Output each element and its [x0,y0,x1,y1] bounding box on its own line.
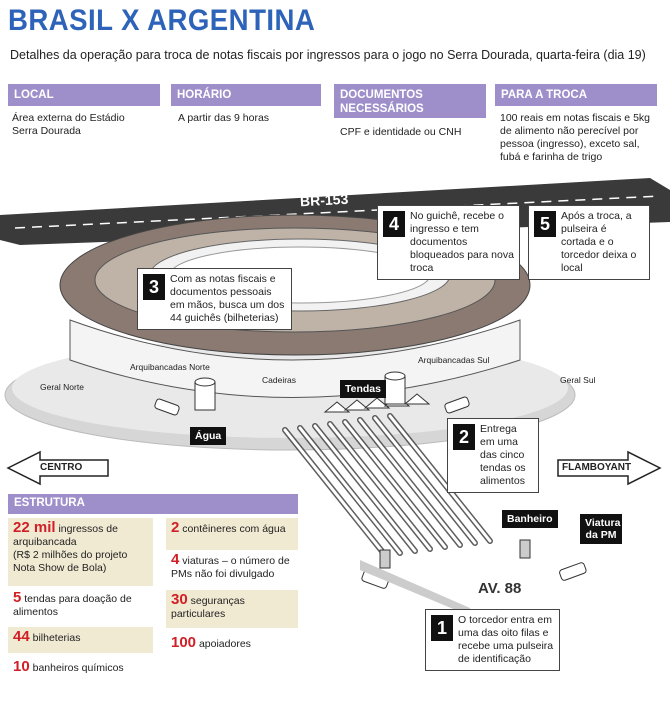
agua-tag: Água [190,427,227,445]
estrutura-number: 2 [171,519,180,536]
estrutura-number: 100 [171,634,197,651]
step-5-text: Após a troca, a pulseira é cortada e o t… [561,210,637,274]
local-header: LOCAL [8,84,160,106]
step-3-text: Com as notas fiscais e documentos pessoa… [170,273,285,324]
estrutura-text: banheiros químicos [29,662,124,674]
estrutura-number: 44 [13,628,30,645]
troca-header: PARA A TROCA [495,84,657,106]
estrutura-item-tendas: 5 tendas para doação de alimentos [8,588,153,622]
step-1-text: O torcedor entra em uma das oito filas e… [458,614,554,665]
estrutura-text: ingressos de arquibancada [13,523,118,548]
estrutura-item-segurancas: 30 seguranças particulares [166,590,298,628]
estrutura-text: apoiadores [196,638,251,650]
horario-header: HORÁRIO [171,84,321,106]
troca-text: 100 reais em notas fiscais e 5kg de alim… [500,112,650,163]
cadeiras-label: Cadeiras [262,375,297,385]
step-2-number: 2 [453,424,475,450]
step-3-callout: 3 Com as notas fiscais e documentos pess… [137,268,292,330]
step-5-number: 5 [534,211,556,237]
estrutura-item-ingressos: 22 mil ingressos de arquibancada (R$ 2 m… [8,518,153,586]
local-text: Área externa do Estádio Serra Dourada [12,112,125,137]
banheiro-tag: Banheiro [502,510,558,528]
br-153-label: BR-153 [299,190,349,210]
step-5-callout: 5 Após a troca, a pulseira é cortada e o… [528,205,650,280]
geral-norte-label: Geral Norte [40,382,84,392]
estrutura-number: 4 [171,551,180,568]
estrutura-text: viaturas – o número de PMs não foi divul… [171,555,290,580]
page-title: BRASIL X ARGENTINA [8,4,316,37]
estrutura-header: ESTRUTURA [8,494,298,514]
step-4-callout: 4 No guichê, recebe o ingresso e tem doc… [377,205,520,280]
step-4-text: No guichê, recebe o ingresso e tem docum… [410,210,514,274]
estrutura-item-conteineres: 2 contêineres com água [166,518,298,550]
estrutura-text: contêineres com água [179,523,286,535]
documentos-header: DOCUMENTOS NECESSÁRIOS [334,84,486,118]
viatura-tag: Viatura da PM [580,514,622,544]
estrutura-number: 30 [171,591,188,608]
estrutura-extra: (R$ 2 milhões do projeto Nota Show de Bo… [13,549,128,574]
centro-label: CENTRO [40,462,83,473]
step-2-text: Entrega em uma das cinco tendas os alime… [480,423,526,487]
av-88-label: AV. 88 [478,580,522,597]
tendas-tag: Tendas [340,380,386,398]
estrutura-number: 10 [13,658,30,675]
estrutura-number: 5 [13,589,22,606]
estrutura-number: 22 mil [13,519,56,536]
geral-sul-label: Geral Sul [560,375,596,385]
documentos-text: CPF e identidade ou CNH [340,126,462,138]
estrutura-text: seguranças particulares [171,595,245,620]
estrutura-item-bilheterias: 44 bilheterias [8,627,153,653]
step-1-number: 1 [431,615,453,641]
arq-sul-label: Arquibancadas Sul [418,355,490,365]
step-4-number: 4 [383,211,405,237]
page-subtitle: Detalhes da operação para troca de notas… [10,48,646,62]
estrutura-text: tendas para doação de alimentos [13,593,132,618]
estrutura-item-viaturas: 4 viaturas – o número de PMs não foi div… [166,550,298,584]
flamboyant-label: FLAMBOYANT [562,462,632,473]
step-3-number: 3 [143,274,165,300]
estrutura-item-apoiadores: 100 apoiadores [166,633,298,654]
horario-text: A partir das 9 horas [178,112,270,124]
step-1-callout: 1 O torcedor entra em uma das oito filas… [425,609,560,671]
step-2-callout: 2 Entrega em uma das cinco tendas os ali… [447,418,539,493]
estrutura-text: bilheterias [29,632,81,644]
arq-norte-label: Arquibancadas Norte [130,362,210,372]
estrutura-item-banheiros: 10 banheiros químicos [8,657,153,678]
